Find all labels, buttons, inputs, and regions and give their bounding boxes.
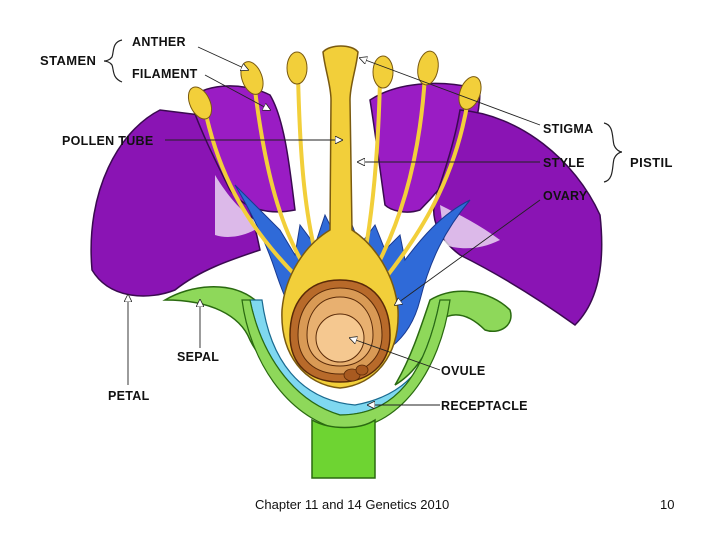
stamen-brace — [103, 39, 123, 83]
ovule — [315, 313, 365, 363]
filament-label: FILAMENT — [132, 67, 198, 81]
pollen-tube-label: POLLEN TUBE — [62, 134, 154, 148]
filament — [253, 89, 312, 277]
pistil-label: PISTIL — [630, 155, 673, 170]
anther — [417, 50, 439, 86]
ovule-pointer — [350, 338, 441, 371]
pistil — [281, 45, 399, 389]
ovary-label: OVARY — [543, 189, 588, 203]
anther-pointer — [197, 46, 248, 70]
stamen-label: STAMEN — [40, 53, 96, 68]
anther — [286, 51, 308, 85]
stigma-label: STIGMA — [543, 122, 593, 136]
footer-caption: Chapter 11 and 14 Genetics 2010 — [255, 497, 450, 512]
filament-pointer — [204, 74, 270, 110]
sepal-label: SEPAL — [177, 350, 219, 364]
petal-right-upper — [369, 82, 481, 213]
anther-label: ANTHER — [132, 35, 186, 49]
stem — [311, 418, 376, 479]
filament — [203, 109, 302, 282]
page-number: 10 — [660, 497, 675, 512]
filament — [370, 74, 427, 276]
sepal-right — [394, 290, 512, 386]
pistil-brace — [603, 122, 623, 183]
receptacle-label: RECEPTACLE — [441, 399, 528, 413]
ovule-label: OVULE — [441, 364, 486, 378]
petal-label: PETAL — [108, 389, 150, 403]
anther — [187, 86, 213, 120]
style-label: STYLE — [543, 156, 585, 170]
receptacle-cup — [241, 299, 451, 431]
ovary-pointer — [395, 199, 541, 305]
filament — [378, 99, 470, 287]
petal-left-upper — [189, 85, 296, 213]
stigma-pointer — [360, 58, 541, 126]
anther — [372, 55, 394, 89]
pointers — [128, 46, 541, 405]
